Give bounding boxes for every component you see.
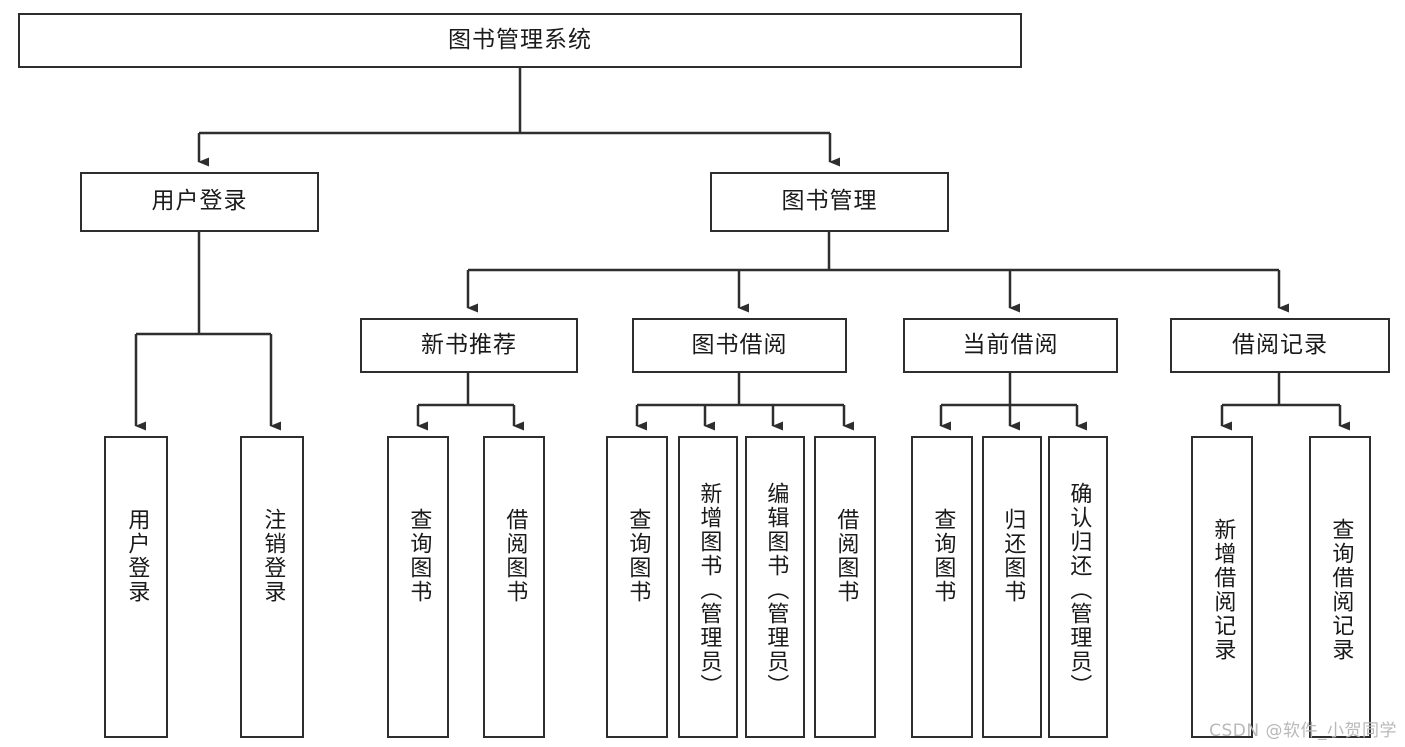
node-leaf-query-book-cb-label: 查询图书 [930,508,956,604]
node-leaf-user-login-label: 用户登录 [124,508,150,604]
node-leaf-return-book-label: 归还图书 [1000,508,1026,604]
node-book-management-label: 图书管理 [781,188,878,215]
node-leaf-return-book[interactable]: 归还图书 [982,436,1042,738]
node-leaf-add-book[interactable]: 新增图书（管理员） [678,436,738,738]
node-leaf-logout[interactable]: 注销登录 [240,436,304,738]
node-leaf-query-book-cb[interactable]: 查询图书 [911,436,973,738]
node-leaf-query-borrow-record-label: 查询借阅记录 [1328,518,1354,662]
node-leaf-add-borrow-record[interactable]: 新增借阅记录 [1191,436,1253,738]
node-leaf-query-book-nb-label: 查询图书 [406,508,432,604]
node-root[interactable]: 图书管理系统 [18,13,1022,68]
node-borrow-record[interactable]: 借阅记录 [1170,318,1390,373]
node-leaf-confirm-return-label: 确认归还（管理员） [1066,482,1092,698]
node-book-borrow-label: 图书借阅 [691,331,788,358]
node-leaf-user-login[interactable]: 用户登录 [104,436,168,738]
node-book-borrow[interactable]: 图书借阅 [632,318,847,373]
node-leaf-query-book-nb[interactable]: 查询图书 [387,436,449,738]
csdn-watermark: CSDN @软件_小贺同学 [1209,721,1397,741]
node-leaf-confirm-return[interactable]: 确认归还（管理员） [1048,436,1108,738]
node-current-borrow-label: 当前借阅 [962,331,1059,358]
node-leaf-edit-book-label: 编辑图书（管理员） [763,482,789,698]
node-user-login[interactable]: 用户登录 [80,172,319,232]
node-leaf-query-book-bb[interactable]: 查询图书 [606,436,668,738]
node-new-book-recommend[interactable]: 新书推荐 [360,318,578,373]
node-root-label: 图书管理系统 [448,26,592,53]
node-leaf-edit-book[interactable]: 编辑图书（管理员） [745,436,805,738]
node-leaf-borrow-book-bb-label: 借阅图书 [833,508,859,604]
node-borrow-record-label: 借阅记录 [1232,331,1328,358]
node-leaf-borrow-book-nb[interactable]: 借阅图书 [483,436,545,738]
node-leaf-borrow-book-bb[interactable]: 借阅图书 [814,436,876,738]
node-current-borrow[interactable]: 当前借阅 [903,318,1118,373]
node-user-login-label: 用户登录 [151,188,248,215]
node-leaf-add-book-label: 新增图书（管理员） [696,482,722,698]
node-leaf-borrow-book-nb-label: 借阅图书 [502,508,528,604]
node-new-book-recommend-label: 新书推荐 [421,331,517,358]
node-leaf-add-borrow-record-label: 新增借阅记录 [1210,518,1236,662]
node-leaf-query-book-bb-label: 查询图书 [625,508,651,604]
node-leaf-query-borrow-record[interactable]: 查询借阅记录 [1309,436,1371,738]
node-leaf-logout-label: 注销登录 [260,508,286,604]
node-book-management[interactable]: 图书管理 [710,172,949,232]
